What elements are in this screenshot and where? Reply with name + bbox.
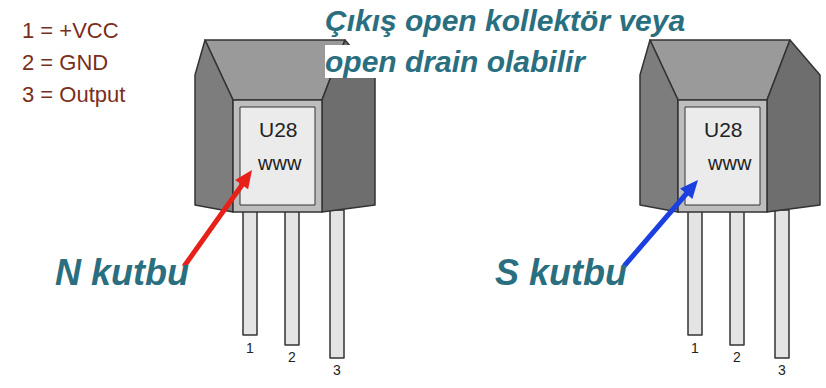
package-face	[233, 100, 322, 212]
package-marking: www	[708, 152, 751, 175]
pole-label: N kutbu	[55, 252, 189, 293]
sensor-leg	[285, 210, 299, 345]
sensor-leg	[688, 210, 702, 335]
sensor-leg	[775, 210, 789, 358]
pin-number: 3	[333, 362, 341, 378]
pin-number: 3	[778, 362, 786, 378]
hall-sensor-left	[195, 40, 375, 358]
pin-description: 1 = +VCC	[22, 18, 119, 43]
pin-description: 2 = GND	[22, 50, 108, 75]
package-marking: www	[258, 152, 301, 175]
package-marking: U28	[704, 118, 743, 142]
arrow-head	[680, 180, 698, 199]
package-side	[767, 40, 820, 212]
south-pole-arrow	[625, 180, 698, 265]
sensor-leg	[730, 210, 744, 345]
package-face	[678, 100, 767, 212]
pin-number: 1	[691, 340, 699, 356]
pin-description: 3 = Output	[22, 82, 125, 107]
package-face	[240, 107, 315, 205]
package-side	[195, 40, 233, 212]
north-pole-arrow	[185, 170, 252, 265]
arrow-shaft	[625, 193, 687, 265]
output-note: Çıkış open kollektör veya open drain ola…	[325, 4, 685, 78]
pin-number: 1	[246, 340, 254, 356]
sensor-leg	[330, 210, 344, 358]
sensor-leg	[243, 210, 257, 335]
package-marking: U28	[259, 118, 298, 142]
pin-number: 2	[733, 349, 741, 365]
arrow-head	[235, 170, 252, 189]
package-face	[685, 107, 760, 205]
pole-label: S kutbu	[495, 252, 627, 293]
package-side	[640, 40, 678, 212]
pin-number: 2	[288, 349, 296, 365]
arrow-shaft	[185, 185, 242, 265]
output-note-block: Çıkış open kollektör veya open drain ola…	[325, 3, 750, 85]
hall-sensor-right	[640, 40, 820, 358]
